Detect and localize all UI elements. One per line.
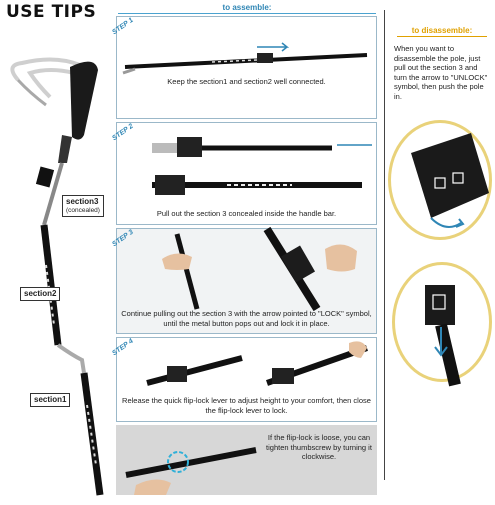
step2-panel: STEP 2 Pull out the section 3 concealed … — [111, 122, 377, 225]
step1-text: Keep the section1 and section2 well conn… — [167, 77, 326, 86]
section2-label: section2 — [20, 287, 61, 301]
step3-text: Continue pulling out the section 3 with … — [121, 309, 372, 328]
push-detail-photo — [425, 285, 461, 387]
step4-text: Release the quick flip-lock lever to adj… — [122, 396, 371, 415]
tip-text: If the flip-lock is loose, you can tight… — [266, 433, 372, 461]
trekking-pole-image — [10, 57, 104, 496]
unlock-detail-circle — [388, 120, 492, 240]
step4-panel: STEP 4 Release the quick flip-lock lever… — [111, 337, 377, 422]
section1-label: section1 — [30, 393, 71, 407]
page-title: USE TIPS — [6, 2, 97, 22]
disassemble-header: to disassemble: — [411, 26, 473, 35]
step2-text: Pull out the section 3 concealed inside … — [156, 209, 337, 218]
assemble-header-line — [118, 13, 376, 14]
step3-panel: STEP 3 Continue pulling out the section … — [111, 226, 377, 334]
step4-photo — [146, 341, 368, 386]
section3-label-text: section3 — [66, 197, 99, 206]
step2-photo — [152, 137, 372, 195]
disassemble-text: When you want to disassemble the pole, j… — [394, 44, 488, 101]
step1-panel: STEP 1 Keep the section1 and section2 we… — [111, 16, 377, 119]
step3-photo — [162, 226, 357, 312]
assemble-header: to assemble: — [222, 3, 272, 12]
step1-photo — [122, 42, 368, 75]
section3-label: section3 (concealed) — [62, 195, 104, 217]
unlock-detail-photo — [411, 133, 489, 228]
column-separator — [384, 10, 385, 480]
push-detail-circle — [392, 262, 492, 387]
tip-photo — [125, 447, 257, 495]
tip-panel: If the flip-lock is loose, you can tight… — [116, 425, 377, 495]
pole-illustration: section3 (concealed) section2 section1 — [0, 25, 112, 500]
disassemble-header-line — [397, 36, 487, 37]
section3-concealed-text: (concealed) — [66, 207, 100, 214]
